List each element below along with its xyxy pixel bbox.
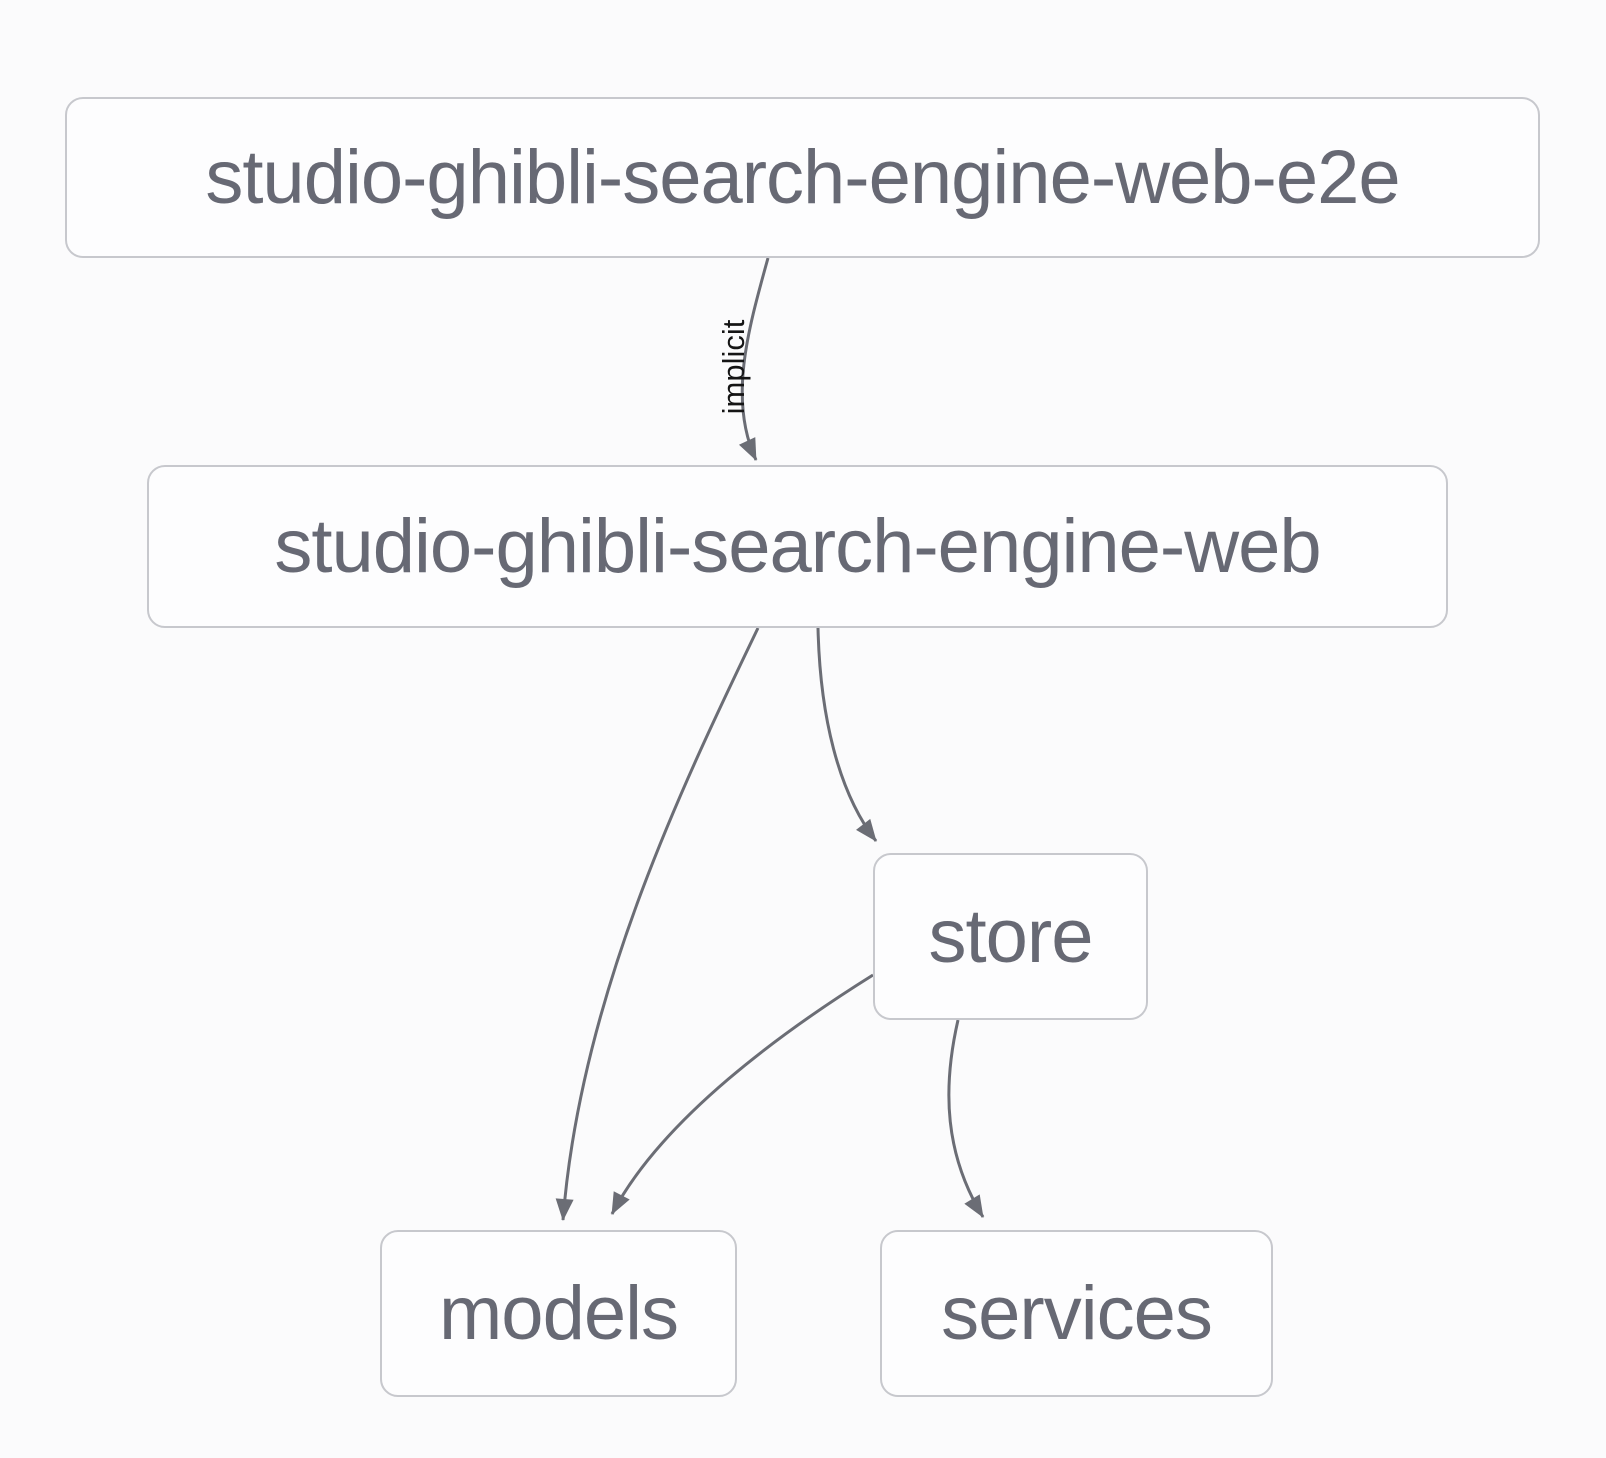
node-label: store: [928, 894, 1094, 979]
edge-label-implicit: implicit: [716, 319, 751, 415]
edge-e2e-to-web: [738, 257, 770, 461]
node-services[interactable]: services: [880, 1230, 1273, 1397]
node-studio-ghibli-search-engine-web[interactable]: studio-ghibli-search-engine-web: [147, 465, 1448, 628]
edge-web-to-store: [816, 627, 878, 842]
edge-store-to-models: [610, 973, 874, 1215]
node-label: studio-ghibli-search-engine-web: [274, 504, 1321, 589]
node-label: services: [941, 1271, 1213, 1356]
node-store[interactable]: store: [873, 853, 1148, 1020]
edge-store-to-services: [947, 1019, 985, 1218]
node-label: models: [439, 1271, 679, 1356]
node-models[interactable]: models: [380, 1230, 737, 1397]
node-label: studio-ghibli-search-engine-web-e2e: [205, 135, 1400, 220]
node-studio-ghibli-search-engine-web-e2e[interactable]: studio-ghibli-search-engine-web-e2e: [65, 97, 1540, 258]
edge-web-to-models: [555, 627, 760, 1221]
